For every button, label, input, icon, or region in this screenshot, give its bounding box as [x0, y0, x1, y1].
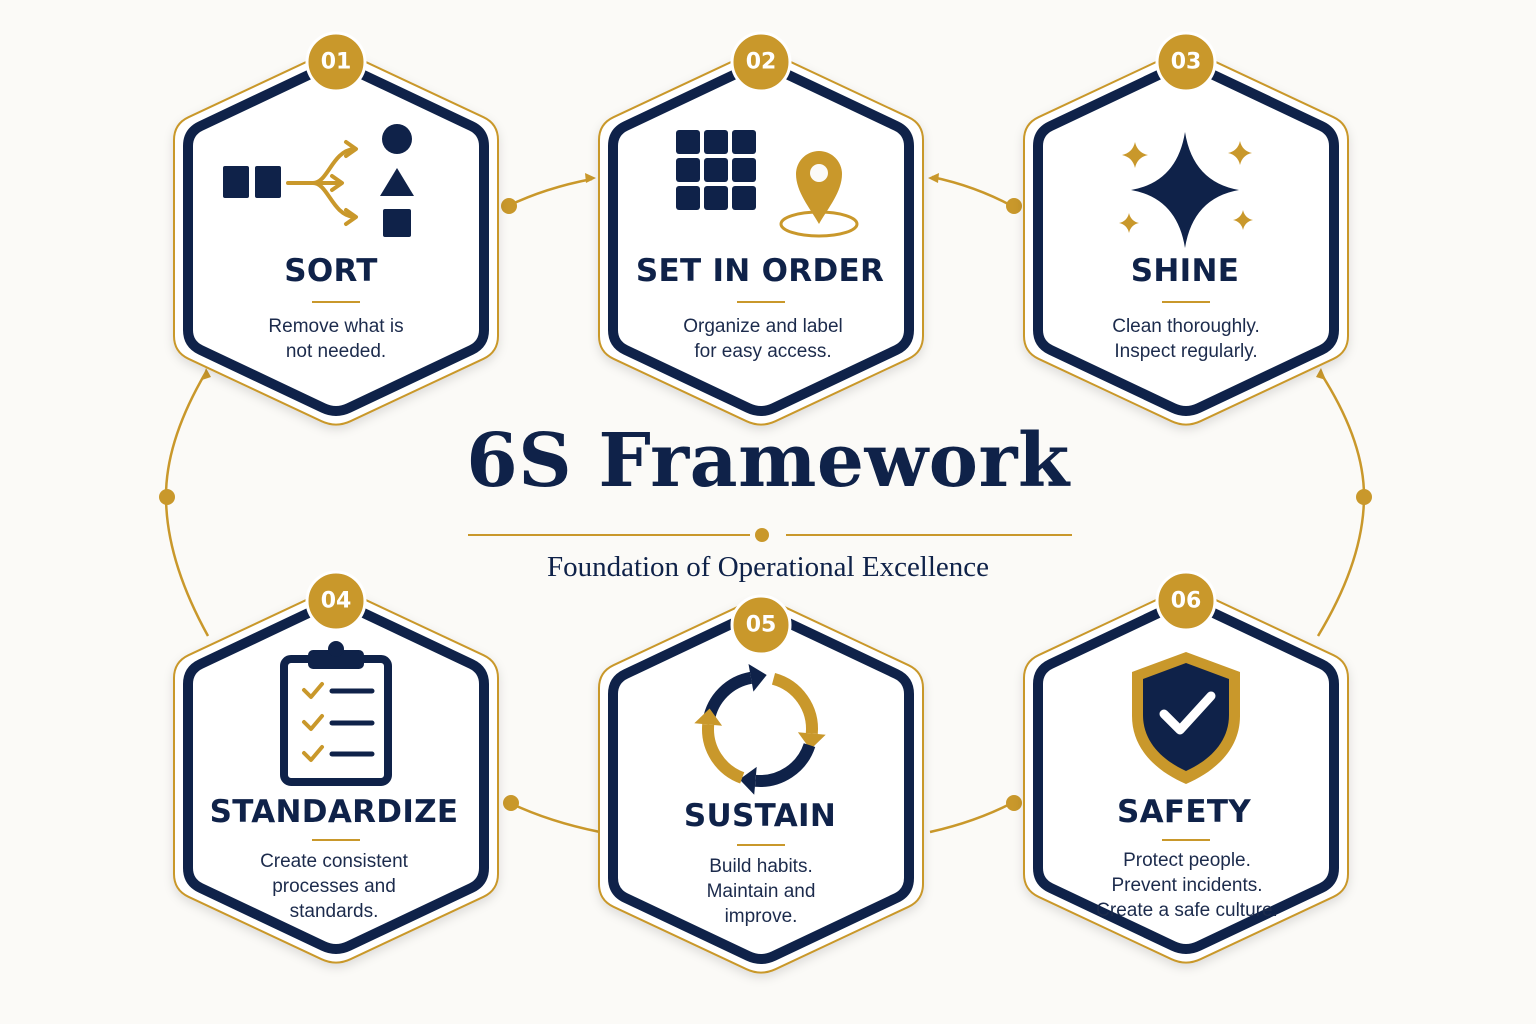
number-badge-05	[730, 594, 792, 656]
step-number-03: 03	[1170, 49, 1202, 75]
hexagon-border-02	[608, 60, 914, 416]
hexagon-border-01	[183, 60, 489, 416]
step-number-02: 02	[745, 49, 777, 75]
card-title-sustain: SUSTAIN	[683, 798, 837, 834]
arrow-3-to-2	[928, 173, 939, 183]
hexagon-outer-04	[173, 588, 499, 964]
hexagon-border-04	[183, 598, 489, 954]
page-title: 6S Framework	[466, 418, 1070, 504]
card-03	[1023, 31, 1349, 426]
connector-4-5	[509, 801, 601, 834]
connector-2-3	[931, 175, 1013, 208]
step-number-06: 06	[1170, 588, 1202, 614]
connector-dot	[1356, 489, 1372, 505]
grid-location-pin-icon	[676, 130, 859, 238]
hexagon-border-06	[1033, 598, 1339, 954]
card-05	[598, 594, 924, 974]
card-description-shine: Clean thoroughly.Inspect regularly.	[1112, 316, 1260, 362]
number-badge-03	[1155, 31, 1217, 93]
number-badge-01	[305, 31, 367, 93]
card-06	[1023, 570, 1349, 964]
connector-dot	[501, 198, 517, 214]
card-title-standardize: STANDARDIZE	[209, 794, 459, 830]
hexagon-border-03	[1033, 60, 1339, 416]
connector-1-2	[507, 177, 593, 208]
sort-arrows-shapes-icon	[223, 124, 414, 237]
number-badge-04	[305, 570, 367, 632]
arrow-4-to-1	[202, 368, 211, 380]
shield-check-icon	[1132, 652, 1240, 784]
card-title-safety: SAFETY	[1116, 794, 1252, 830]
connector-dot	[1006, 198, 1022, 214]
cards-layer	[173, 31, 1349, 974]
step-number-05: 05	[745, 612, 777, 638]
step-number-04: 04	[320, 588, 352, 614]
connector-dot	[503, 795, 519, 811]
hexagon-outer-02	[598, 50, 924, 426]
connector-dot	[159, 489, 175, 505]
sparkle-icon	[1119, 132, 1253, 248]
number-badge-06	[1155, 570, 1217, 632]
connector-dots	[159, 198, 1372, 811]
hexagon-outer-01	[173, 50, 499, 426]
connector-3-6	[1316, 371, 1366, 637]
card-title-shine: SHINE	[1130, 253, 1240, 289]
card-description-safety: Protect people.Prevent incidents.Create …	[1096, 850, 1278, 921]
page-subtitle: Foundation of Operational Excellence	[546, 551, 990, 583]
card-title-set-in-order: SET IN ORDER	[635, 253, 885, 289]
card-title-sort: SORT	[284, 253, 378, 289]
card-04	[173, 570, 499, 964]
hexagon-border-05	[608, 608, 914, 964]
arrow-6-to-3	[1316, 368, 1326, 380]
title-divider	[468, 528, 1072, 542]
cycle-arrows-icon	[694, 664, 826, 795]
number-badge-02	[730, 31, 792, 93]
card-02	[598, 31, 924, 426]
connector-1-4	[164, 371, 210, 637]
clipboard-checklist-icon	[280, 641, 392, 786]
connector-5-6	[929, 801, 1013, 834]
arrow-1-to-2	[585, 173, 596, 183]
card-01	[173, 31, 499, 426]
connector-dot	[1006, 795, 1022, 811]
step-number-01: 01	[320, 49, 352, 75]
connector-arrows	[202, 173, 1326, 380]
